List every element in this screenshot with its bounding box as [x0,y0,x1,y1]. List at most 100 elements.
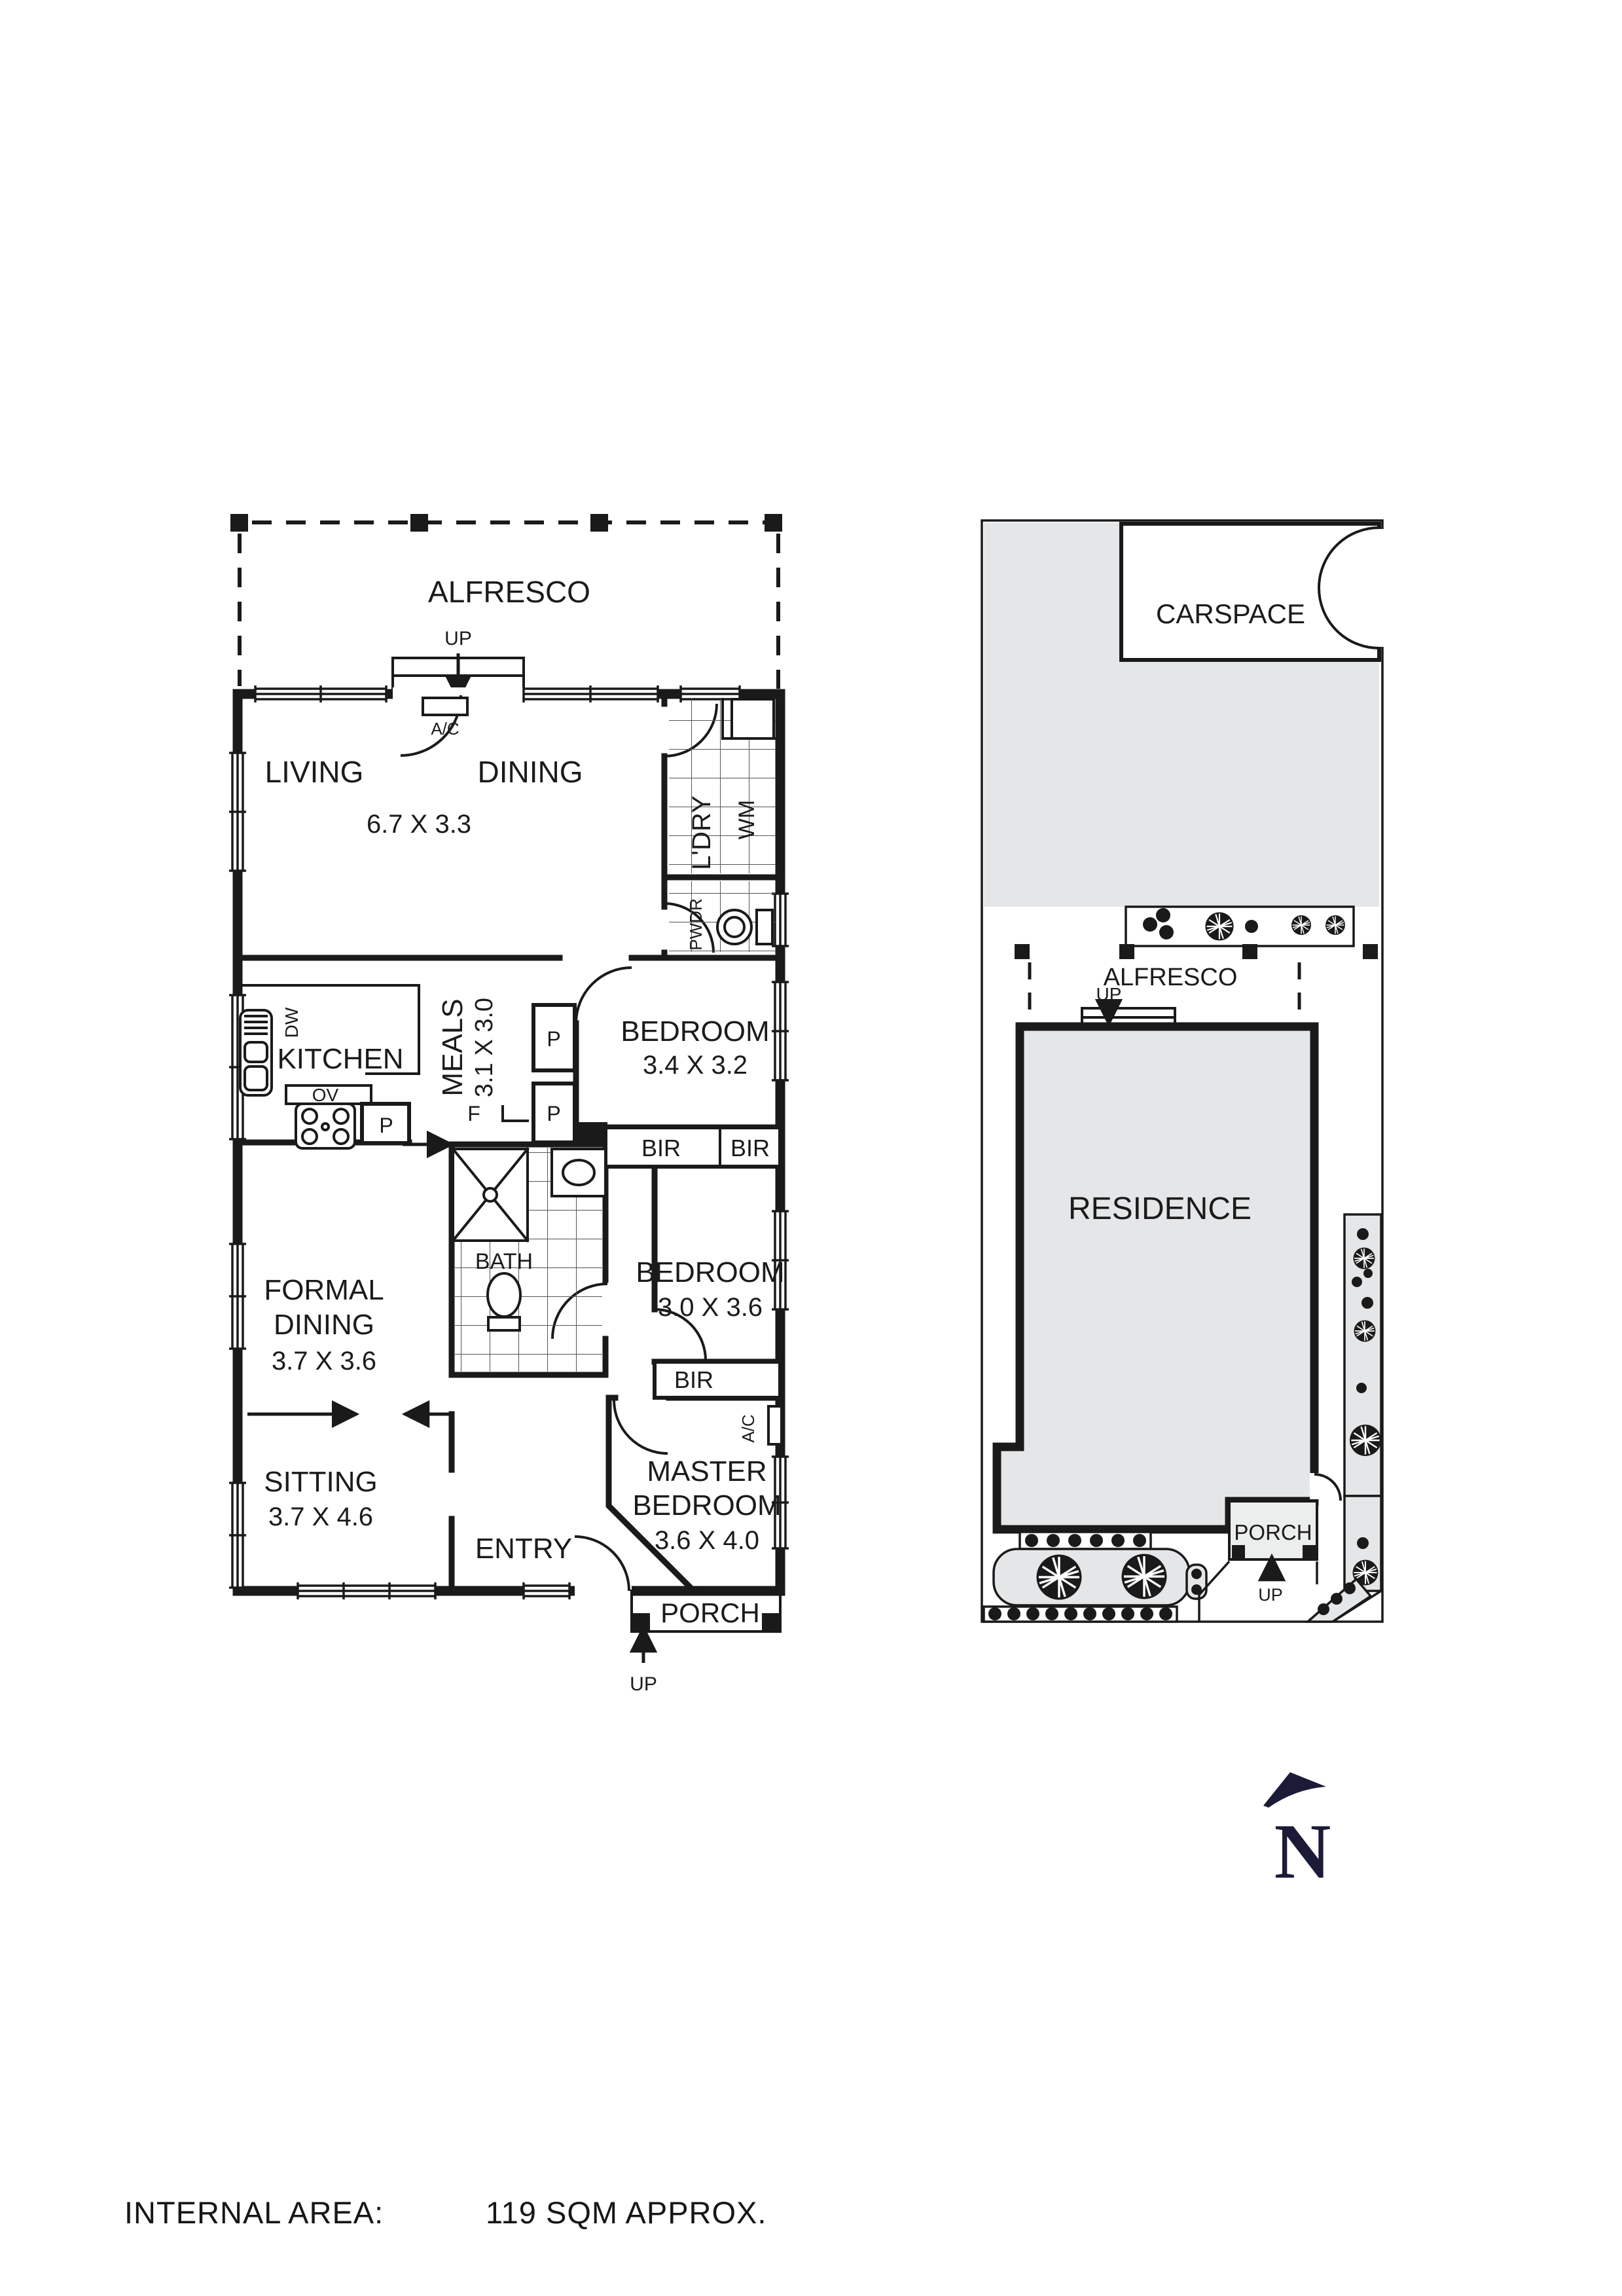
post-icon [762,1613,779,1630]
shrub-icon [1025,1534,1038,1547]
porch-label: PORCH [660,1597,760,1628]
shrub-icon [1045,1607,1058,1620]
cooktop-icon [295,1102,356,1150]
kitchen-label: KITCHEN [277,1043,403,1075]
shrub-icon [988,1607,1001,1620]
bathroom-fixtures [451,1147,607,1372]
bir-label: BIR [641,1135,681,1161]
formal-dining-dims: 3.7 X 3.6 [272,1347,376,1376]
site-plan: CARSPACE ALFRESCO UP RESIDENCE PORCH UP … [981,519,1385,1895]
shrub-icon [1363,1269,1373,1278]
shrub-icon [1133,1534,1146,1547]
ac-units [422,697,783,1446]
meals-label: MEALS [437,998,469,1096]
post-icon [590,514,608,532]
site-porch-label: PORCH [1234,1520,1312,1544]
shrub-icon [1191,1569,1202,1579]
shrub-icon [1245,920,1258,933]
bir-label: BIR [730,1135,770,1161]
tree-icon [1348,1423,1382,1457]
pantry-label: P [547,1102,560,1125]
master-label1: MASTER [647,1455,766,1487]
tree-icon [1353,1319,1377,1343]
ac-unit-icon [767,1405,783,1446]
tree-icon [1120,1552,1168,1601]
bedroom2-dims: 3.0 X 3.6 [658,1293,763,1322]
dining-label: DINING [478,755,583,789]
site-porch [1228,1500,1318,1582]
living-dining-dims: 6.7 X 3.3 [367,810,471,839]
meals-dims: 3.1 X 3.0 [471,998,498,1097]
up-label: UP [444,628,472,649]
formal-dining-label1: FORMAL [264,1274,384,1306]
shrub-icon [1159,925,1174,939]
window [679,685,741,702]
bedroom2-label: BEDROOM [636,1256,784,1288]
carspace [1119,522,1381,662]
shrub-icon [1159,1607,1172,1620]
alfresco-area [230,514,782,702]
toilet-icon [716,909,774,945]
ac-label: A/C [738,1414,758,1442]
sitting-dims: 3.7 X 4.6 [268,1503,373,1531]
bir-label: BIR [674,1366,713,1393]
shrub-icon [1331,1593,1343,1605]
shrub-icon [1318,1603,1329,1615]
front-yard [982,1531,1382,1623]
door-swing-arc [613,1399,668,1455]
fridge-label: F [467,1102,480,1125]
tree-icon [1325,915,1346,936]
window [254,685,387,702]
laundry-label: L'DRY [687,795,716,870]
site-alfresco-label: ALFRESCO [1104,964,1238,991]
shrub-icon [1143,917,1157,932]
door-swing-arc [654,1308,707,1361]
door-swing-arc [575,966,632,1024]
footer: INTERNAL AREA: 119 SQM APPROX. [124,2195,766,2230]
shrub-icon [1156,908,1170,922]
shrub-icon [1083,1607,1096,1620]
shrub-icon [1357,1228,1369,1240]
tree-icon [1291,915,1312,936]
north-label: N [1274,1808,1331,1895]
door-swing-arc [574,1535,630,1592]
toilet-icon [486,1272,522,1332]
shrub-icon [1344,1582,1356,1594]
pwdr-label: PWDR [686,898,706,950]
ac-unit-icon [422,697,469,716]
oven-icon [285,1084,372,1105]
residence-label: RESIDENCE [1068,1192,1252,1226]
shrub-icon [1064,1607,1077,1620]
bedroom1-dims: 3.4 X 3.2 [643,1051,748,1080]
shrub-icon [1102,1607,1115,1620]
window [229,1243,246,1350]
post-icon [1242,944,1257,959]
carspace-area [1119,522,1385,662]
shrub-icon [1121,1607,1134,1620]
window [229,752,246,872]
porch-slab [629,1590,782,1663]
site-plan-labels: CARSPACE ALFRESCO UP RESIDENCE PORCH UP [1068,598,1312,1605]
up-label: UP [630,1673,657,1695]
shrub-icon [1026,1607,1039,1620]
formal-dining-label2: DINING [274,1309,374,1341]
window [522,1582,571,1599]
dw-label: DW [281,1007,302,1038]
master-label2: BEDROOM [632,1489,781,1522]
post-icon [633,1613,650,1630]
tree-icon [1352,1247,1376,1270]
pantry-closet [360,1102,411,1145]
residence-footprint [992,1022,1319,1534]
alfresco-label: ALFRESCO [428,575,590,609]
gate-swing-arc [1318,526,1380,589]
shrub-icon [1140,1607,1153,1620]
wm-label: WM [734,800,759,839]
kitchen-fixtures [239,984,455,1159]
shrub-icon [1047,1534,1060,1547]
ac-label: A/C [431,719,459,738]
washing-machine-icon [730,698,775,740]
driveway-garden-bed [1125,905,1355,947]
laundry-fixtures [669,698,782,952]
vanity-basin-icon [550,1148,607,1197]
